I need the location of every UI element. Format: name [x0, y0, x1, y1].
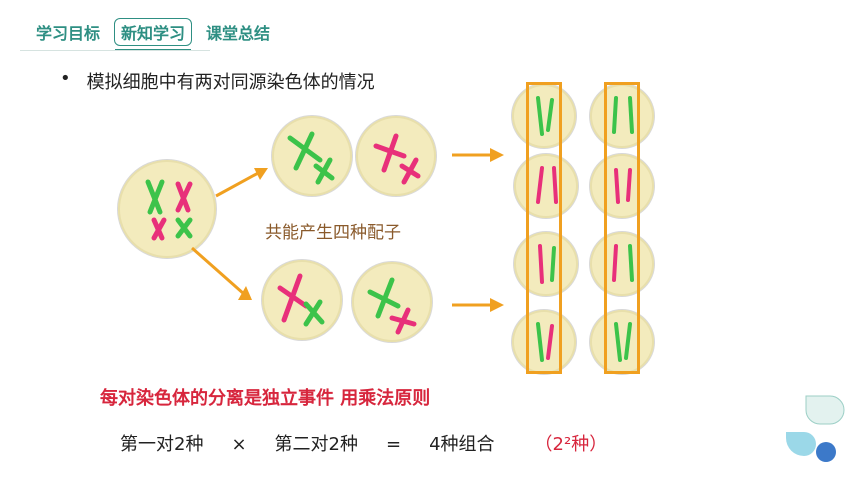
arrow-down-right-icon: [191, 246, 252, 300]
nav-divider: [20, 50, 210, 51]
chromosome-icon: [287, 131, 335, 185]
gamete-dish: [512, 84, 576, 148]
gamete-dish: [590, 232, 654, 296]
chromosome-icon: [612, 244, 634, 282]
equation-first: 第一对2种: [120, 434, 204, 455]
meiosis-dish-bottom-left: [262, 260, 342, 340]
bullet-marker: •: [60, 68, 71, 89]
meiosis-dish-top-right: [356, 116, 436, 196]
chromosome-icon: [536, 166, 558, 204]
gamete-dish: [512, 310, 576, 374]
bullet-text: 模拟细胞中有两对同源染色体的情况: [86, 72, 375, 93]
gamete-dish: [514, 154, 578, 218]
chromosome-icon: [277, 273, 325, 327]
gamete-dish: [514, 232, 578, 296]
top-tabs: 学习目标 新知学习 课堂总结: [36, 18, 284, 51]
chromosome-icon: [536, 96, 554, 136]
tab-learning-goals[interactable]: 学习目标: [36, 24, 101, 43]
meiosis-dish-bottom-right: [352, 262, 432, 342]
equation: 第一对2种 × 第二对2种 = 4种组合 （2²种）: [120, 430, 607, 456]
highlight-frame-column-2: [604, 82, 640, 374]
arrow-right-bottom-icon: [452, 298, 504, 312]
equation-second: 第二对2种: [274, 434, 358, 455]
bullet-heading: • 模拟细胞中有两对同源染色体的情况: [60, 68, 375, 94]
chromosome-icon: [367, 277, 417, 335]
multiplication-rule-text: 每对染色体的分离是独立事件 用乘法原则: [100, 388, 431, 409]
chromosome-icon: [538, 244, 556, 284]
arrow-right-top-icon: [452, 148, 504, 162]
meiosis-dish-top-left: [272, 116, 352, 196]
gamete-dish: [590, 84, 654, 148]
equation-note: （2²种）: [534, 434, 608, 455]
equation-times: ×: [231, 434, 247, 455]
middle-caption: 共能产生四种配子: [265, 223, 401, 243]
chromosome-icon: [373, 133, 421, 185]
chromosome-icon: [614, 168, 632, 204]
arrow-up-right-icon: [215, 168, 268, 198]
tab-class-summary[interactable]: 课堂总结: [206, 24, 271, 43]
chromosome-icon: [536, 322, 554, 362]
gamete-dish: [590, 310, 654, 374]
chromosome-icon: [612, 96, 634, 134]
chromosome-icon: [145, 179, 193, 241]
parent-cell-dish: [118, 160, 216, 258]
highlight-frame-column-1: [526, 82, 562, 374]
chromosome-icon: [614, 322, 632, 362]
gamete-dish: [590, 154, 654, 218]
tab-new-knowledge[interactable]: 新知学习: [114, 18, 193, 51]
equation-result: 4种组合: [429, 434, 495, 455]
equation-equals: =: [386, 434, 402, 455]
decorative-bubble-icon: [786, 395, 845, 462]
